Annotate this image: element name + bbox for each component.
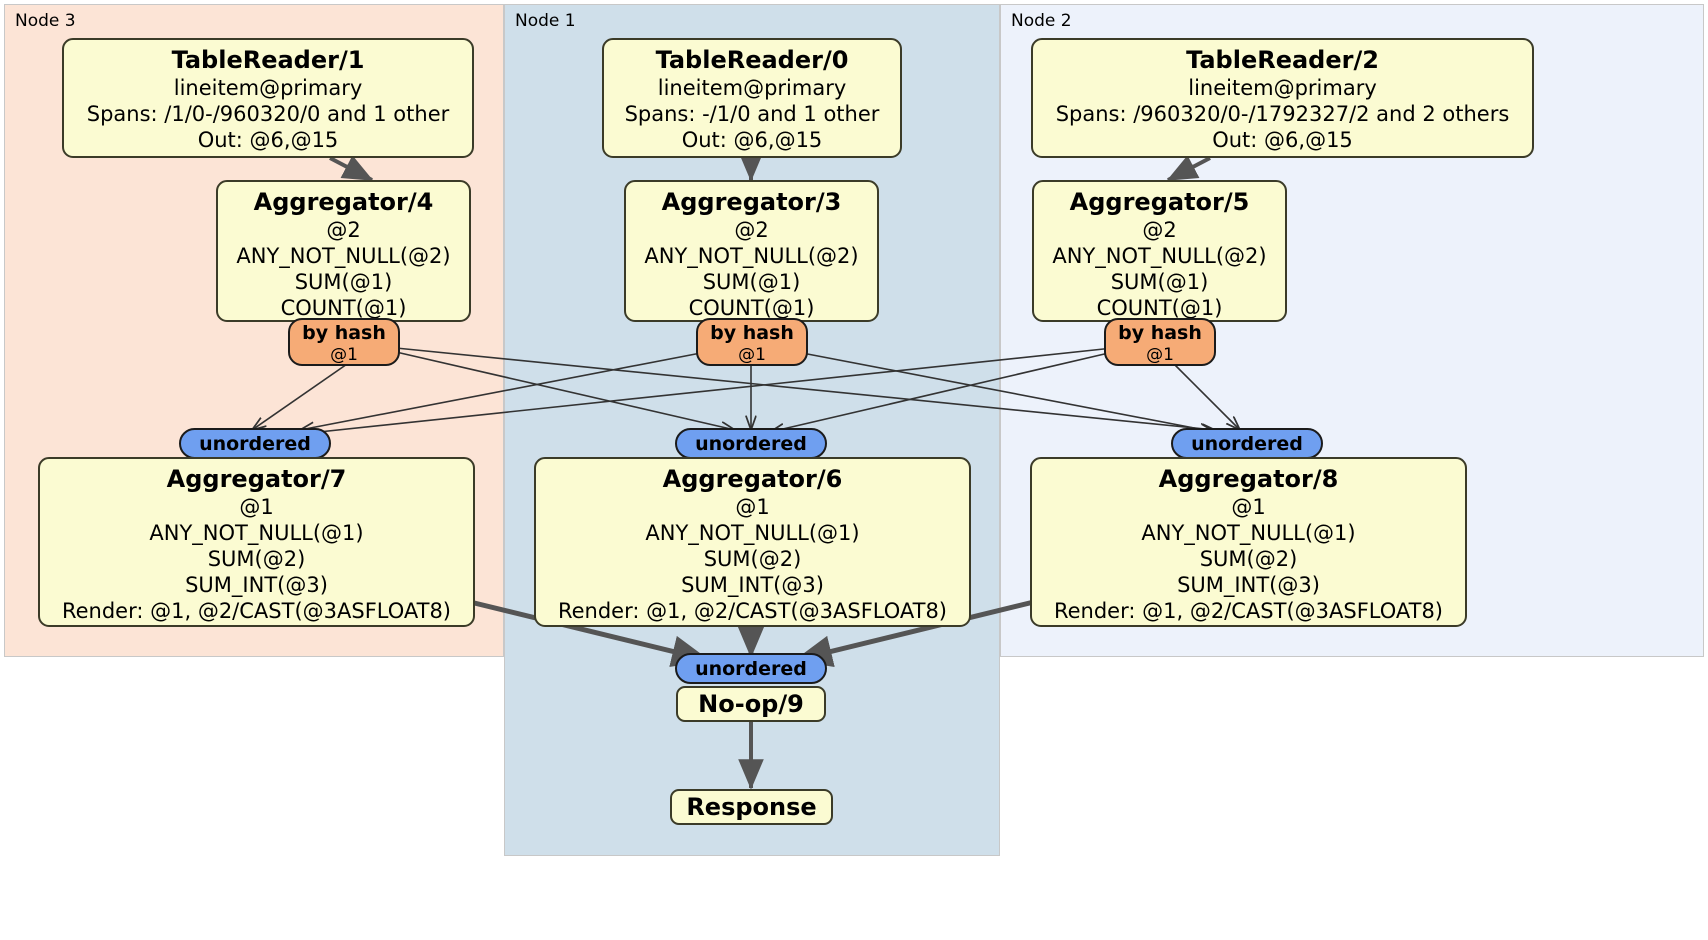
processor-aggregator-7[interactable]: Aggregator/7 @1 ANY_NOT_NULL(@1) SUM(@2)… — [38, 457, 475, 627]
aggregator-3-line-0: @2 — [734, 218, 769, 242]
aggregator-7-title: Aggregator/7 — [166, 465, 347, 493]
tablereader-2-title: TableReader/2 — [1186, 46, 1379, 74]
aggregator-3-line-1: ANY_NOT_NULL(@2) — [644, 244, 859, 268]
aggregator-8-line-1: ANY_NOT_NULL(@1) — [1141, 521, 1356, 545]
receiver-badge-unordered-final[interactable]: unordered — [675, 653, 827, 684]
processor-tablereader-1[interactable]: TableReader/1 lineitem@primary Spans: /1… — [62, 38, 474, 158]
aggregator-8-title: Aggregator/8 — [1158, 465, 1339, 493]
aggregator-6-line-4: Render: @1, @2/CAST(@3ASFLOAT8) — [557, 599, 948, 623]
tablereader-0-line-2: Out: @6,@15 — [681, 128, 823, 152]
processor-aggregator-4[interactable]: Aggregator/4 @2 ANY_NOT_NULL(@2) SUM(@1)… — [216, 180, 471, 322]
router-badge-by-hash-left-column: @1 — [330, 345, 358, 365]
processor-aggregator-8[interactable]: Aggregator/8 @1 ANY_NOT_NULL(@1) SUM(@2)… — [1030, 457, 1467, 627]
aggregator-8-line-3: SUM_INT(@3) — [1177, 573, 1320, 597]
tablereader-1-title: TableReader/1 — [171, 46, 365, 74]
aggregator-4-line-1: ANY_NOT_NULL(@2) — [236, 244, 451, 268]
aggregator-3-title: Aggregator/3 — [661, 188, 842, 216]
tablereader-1-line-1: Spans: /1/0-/960320/0 and 1 other — [86, 102, 450, 126]
noop-9-title: No-op/9 — [698, 690, 804, 718]
aggregator-8-line-2: SUM(@2) — [1199, 547, 1298, 571]
router-badge-by-hash-left-label: by hash — [302, 322, 386, 344]
aggregator-4-title: Aggregator/4 — [253, 188, 434, 216]
aggregator-6-line-1: ANY_NOT_NULL(@1) — [645, 521, 860, 545]
cluster-node-1-label: Node 1 — [515, 11, 576, 31]
router-badge-by-hash-right-label: by hash — [1118, 322, 1202, 344]
aggregator-8-line-4: Render: @1, @2/CAST(@3ASFLOAT8) — [1053, 599, 1444, 623]
aggregator-6-title: Aggregator/6 — [662, 465, 843, 493]
router-badge-by-hash-left[interactable]: by hash @1 — [288, 318, 400, 366]
aggregator-4-line-3: COUNT(@1) — [280, 296, 407, 320]
aggregator-6-line-0: @1 — [735, 495, 770, 519]
router-badge-by-hash-center-column: @1 — [738, 345, 766, 365]
tablereader-2-line-1: Spans: /960320/0-/1792327/2 and 2 others — [1055, 102, 1510, 126]
receiver-badge-unordered-right[interactable]: unordered — [1171, 428, 1323, 459]
router-badge-by-hash-right[interactable]: by hash @1 — [1104, 318, 1216, 366]
processor-response[interactable]: Response — [670, 789, 833, 825]
aggregator-6-line-2: SUM(@2) — [703, 547, 802, 571]
aggregator-5-line-0: @2 — [1142, 218, 1177, 242]
receiver-badge-unordered-final-label: unordered — [695, 657, 807, 680]
aggregator-7-line-2: SUM(@2) — [207, 547, 306, 571]
aggregator-7-line-3: SUM_INT(@3) — [185, 573, 328, 597]
tablereader-0-line-1: Spans: -/1/0 and 1 other — [624, 102, 880, 126]
processor-tablereader-0[interactable]: TableReader/0 lineitem@primary Spans: -/… — [602, 38, 902, 158]
aggregator-4-line-2: SUM(@1) — [294, 270, 393, 294]
router-badge-by-hash-right-column: @1 — [1146, 345, 1174, 365]
aggregator-3-line-2: SUM(@1) — [702, 270, 801, 294]
processor-tablereader-2[interactable]: TableReader/2 lineitem@primary Spans: /9… — [1031, 38, 1534, 158]
tablereader-2-line-0: lineitem@primary — [1188, 76, 1377, 100]
receiver-badge-unordered-center[interactable]: unordered — [675, 428, 827, 459]
aggregator-7-line-0: @1 — [239, 495, 274, 519]
response-title: Response — [686, 793, 817, 821]
router-badge-by-hash-center-label: by hash — [710, 322, 794, 344]
aggregator-5-line-2: SUM(@1) — [1110, 270, 1209, 294]
processor-aggregator-6[interactable]: Aggregator/6 @1 ANY_NOT_NULL(@1) SUM(@2)… — [534, 457, 971, 627]
tablereader-0-title: TableReader/0 — [655, 46, 849, 74]
aggregator-5-title: Aggregator/5 — [1069, 188, 1250, 216]
aggregator-5-line-1: ANY_NOT_NULL(@2) — [1052, 244, 1267, 268]
receiver-badge-unordered-center-label: unordered — [695, 432, 807, 455]
tablereader-1-line-2: Out: @6,@15 — [197, 128, 339, 152]
tablereader-2-line-2: Out: @6,@15 — [1212, 128, 1353, 152]
receiver-badge-unordered-right-label: unordered — [1191, 432, 1303, 455]
aggregator-8-line-0: @1 — [1231, 495, 1266, 519]
tablereader-1-line-0: lineitem@primary — [173, 76, 363, 100]
tablereader-0-line-0: lineitem@primary — [657, 76, 847, 100]
processor-aggregator-5[interactable]: Aggregator/5 @2 ANY_NOT_NULL(@2) SUM(@1)… — [1032, 180, 1287, 322]
receiver-badge-unordered-left-label: unordered — [199, 432, 311, 455]
aggregator-7-line-4: Render: @1, @2/CAST(@3ASFLOAT8) — [61, 599, 452, 623]
cluster-node-2-label: Node 2 — [1011, 11, 1072, 31]
aggregator-6-line-3: SUM_INT(@3) — [681, 573, 824, 597]
cluster-node-3-label: Node 3 — [15, 11, 76, 31]
router-badge-by-hash-center[interactable]: by hash @1 — [696, 318, 808, 366]
aggregator-3-line-3: COUNT(@1) — [688, 296, 815, 320]
processor-noop-9[interactable]: No-op/9 — [676, 686, 826, 722]
receiver-badge-unordered-left[interactable]: unordered — [179, 428, 331, 459]
aggregator-7-line-1: ANY_NOT_NULL(@1) — [149, 521, 364, 545]
processor-aggregator-3[interactable]: Aggregator/3 @2 ANY_NOT_NULL(@2) SUM(@1)… — [624, 180, 879, 322]
aggregator-5-line-3: COUNT(@1) — [1096, 296, 1223, 320]
aggregator-4-line-0: @2 — [326, 218, 361, 242]
